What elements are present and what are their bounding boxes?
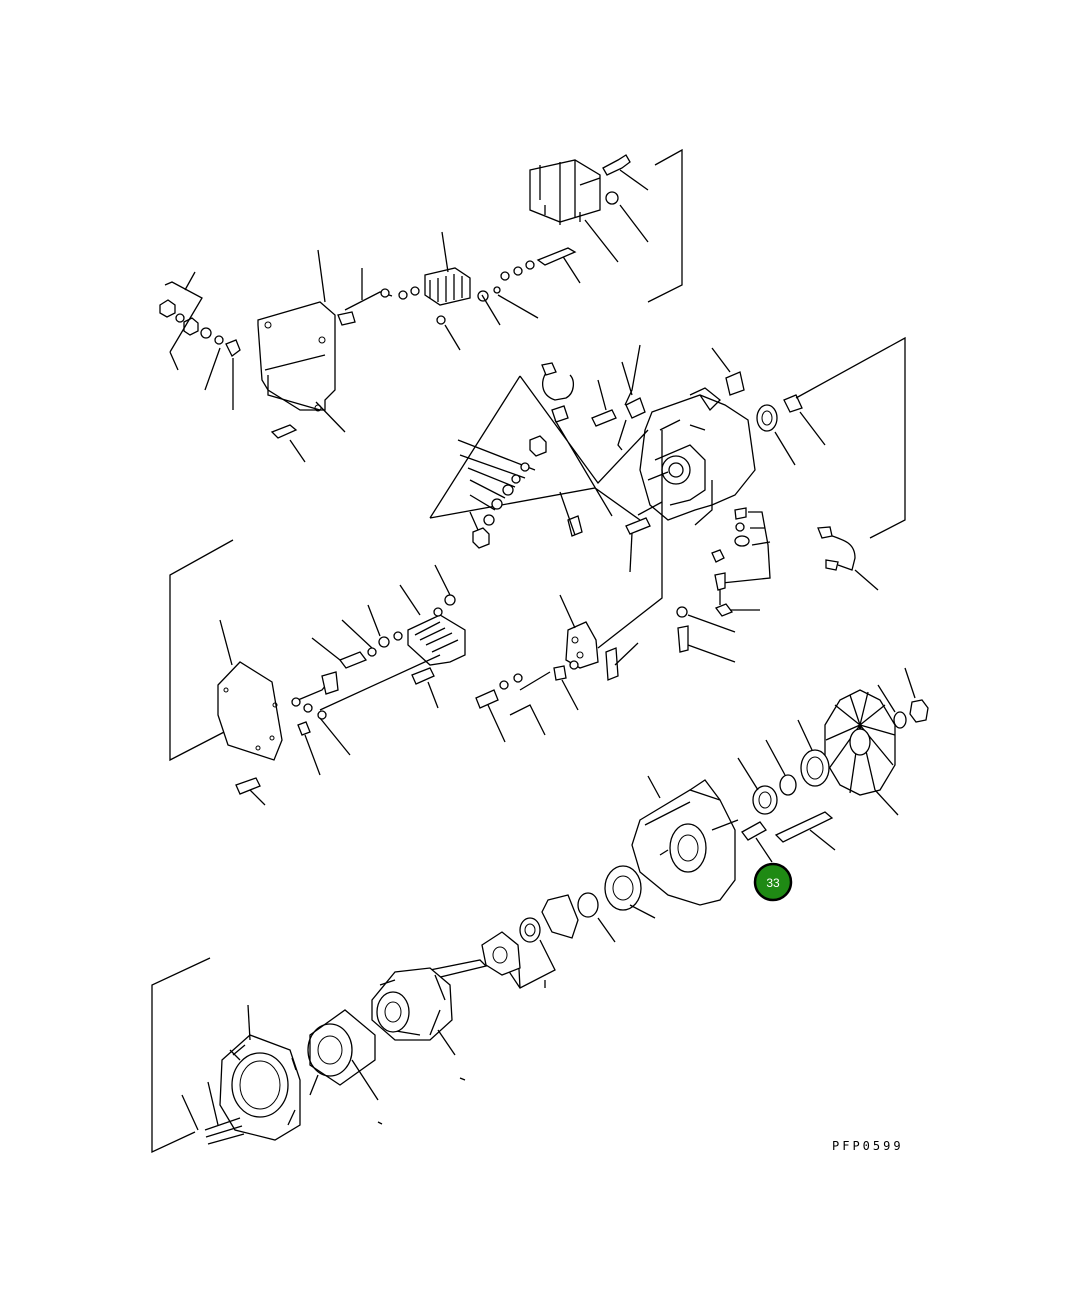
callout-33-marker[interactable]: 33: [755, 864, 791, 900]
brush-holder-assembly: [430, 345, 662, 572]
diagram-reference-code: PFP0599: [832, 1139, 904, 1153]
diode-holder-group: [476, 430, 662, 742]
regulator-assembly: [160, 150, 682, 462]
front-housing-assembly: [632, 668, 928, 905]
rear-housing-assembly: [640, 338, 905, 662]
callout-33-circle[interactable]: [755, 864, 791, 900]
rectifier-assembly: [170, 540, 465, 805]
callout-33-label[interactable]: 33: [766, 876, 780, 890]
rotor-stator-assembly: [152, 866, 655, 1152]
